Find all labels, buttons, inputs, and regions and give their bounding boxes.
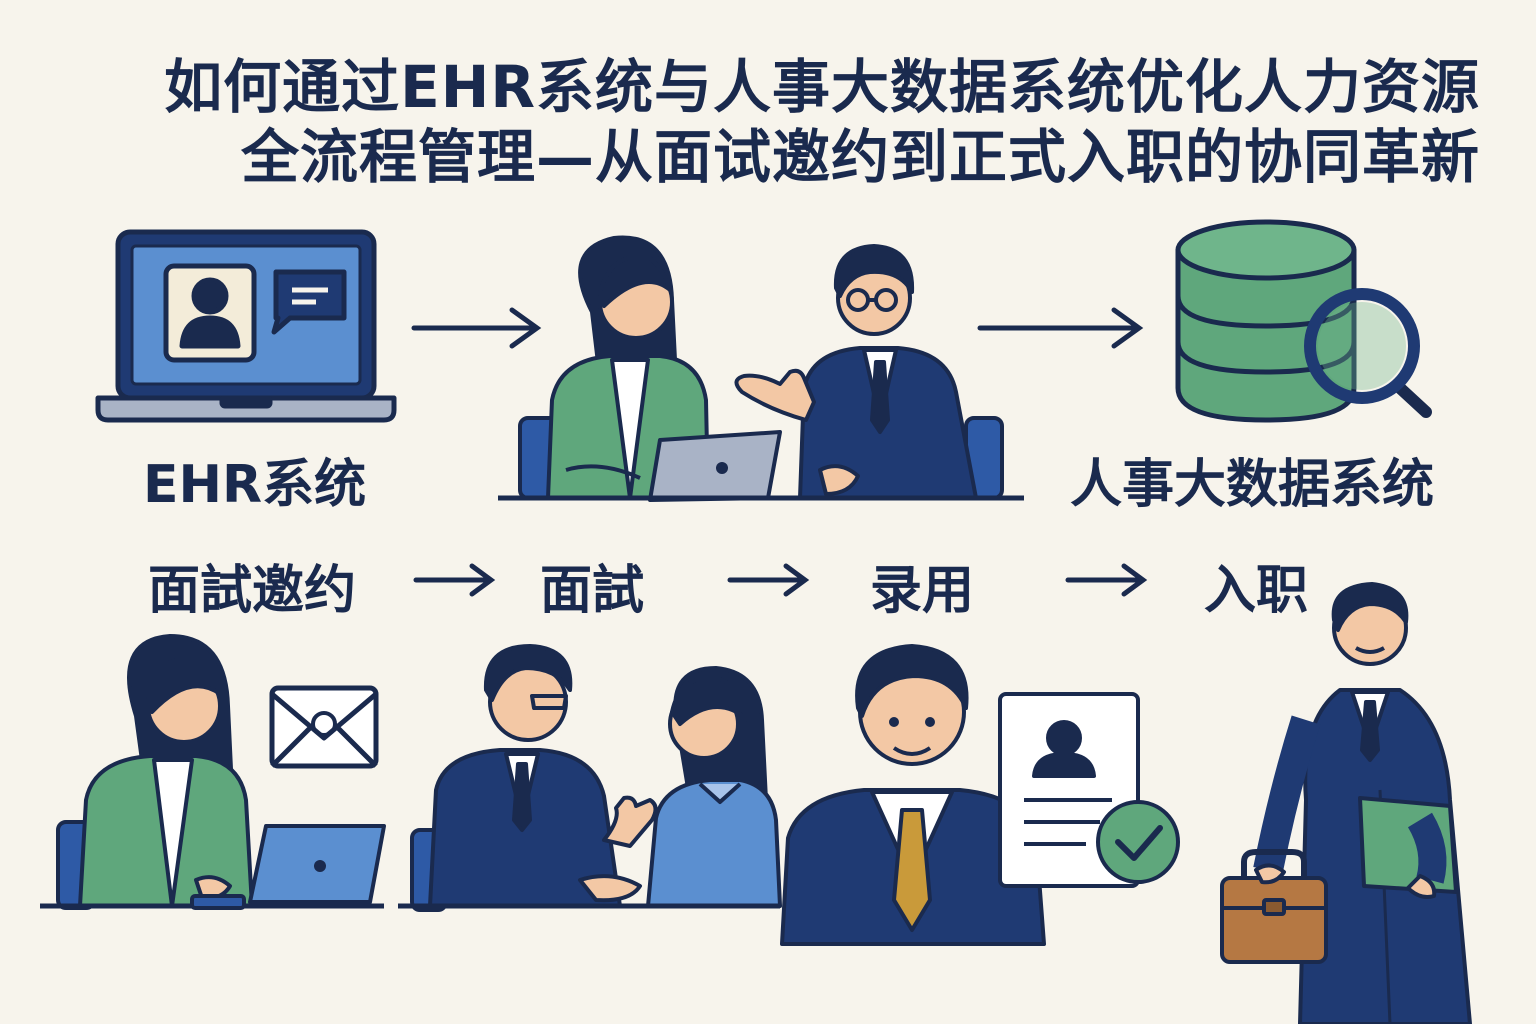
database-search-icon — [1175, 219, 1432, 423]
step-label-interview: 面試 — [540, 561, 645, 621]
offer-approved-icon — [998, 692, 1180, 888]
laptop-profile-icon — [95, 229, 397, 423]
hire-scene — [780, 644, 1046, 946]
arrow-step-3 — [1065, 563, 1148, 597]
step-label-onboard: 入职 — [1204, 561, 1309, 621]
step-label-invite: 面試邀约 — [148, 561, 357, 621]
meeting-icon — [498, 235, 1024, 502]
arrow-step-1 — [413, 563, 496, 597]
onboard-scene — [1253, 582, 1472, 1024]
title-line-2: 全流程管理—从面试邀约到正式入职的协同革新 — [240, 123, 1480, 191]
invite-scene — [40, 634, 386, 910]
page-title: 如何通过EHR系统与人事大数据系统优化人力资源 全流程管理—从面试邀约到正式入职… — [164, 52, 1480, 192]
title-line-1: 如何通过EHR系统与人事大数据系统优化人力资源 — [164, 53, 1480, 121]
arrow-step-2 — [727, 563, 810, 597]
briefcase-icon — [1220, 849, 1328, 964]
bigdata-system-label: 人事大数据系统 — [1070, 455, 1435, 515]
arrow-top-2 — [977, 307, 1144, 349]
arrow-top-1 — [411, 307, 542, 349]
email-icon — [269, 685, 379, 769]
ehr-system-label: EHR系统 — [143, 455, 367, 515]
step-label-hire: 录用 — [870, 561, 975, 621]
interview-scene — [398, 644, 782, 912]
